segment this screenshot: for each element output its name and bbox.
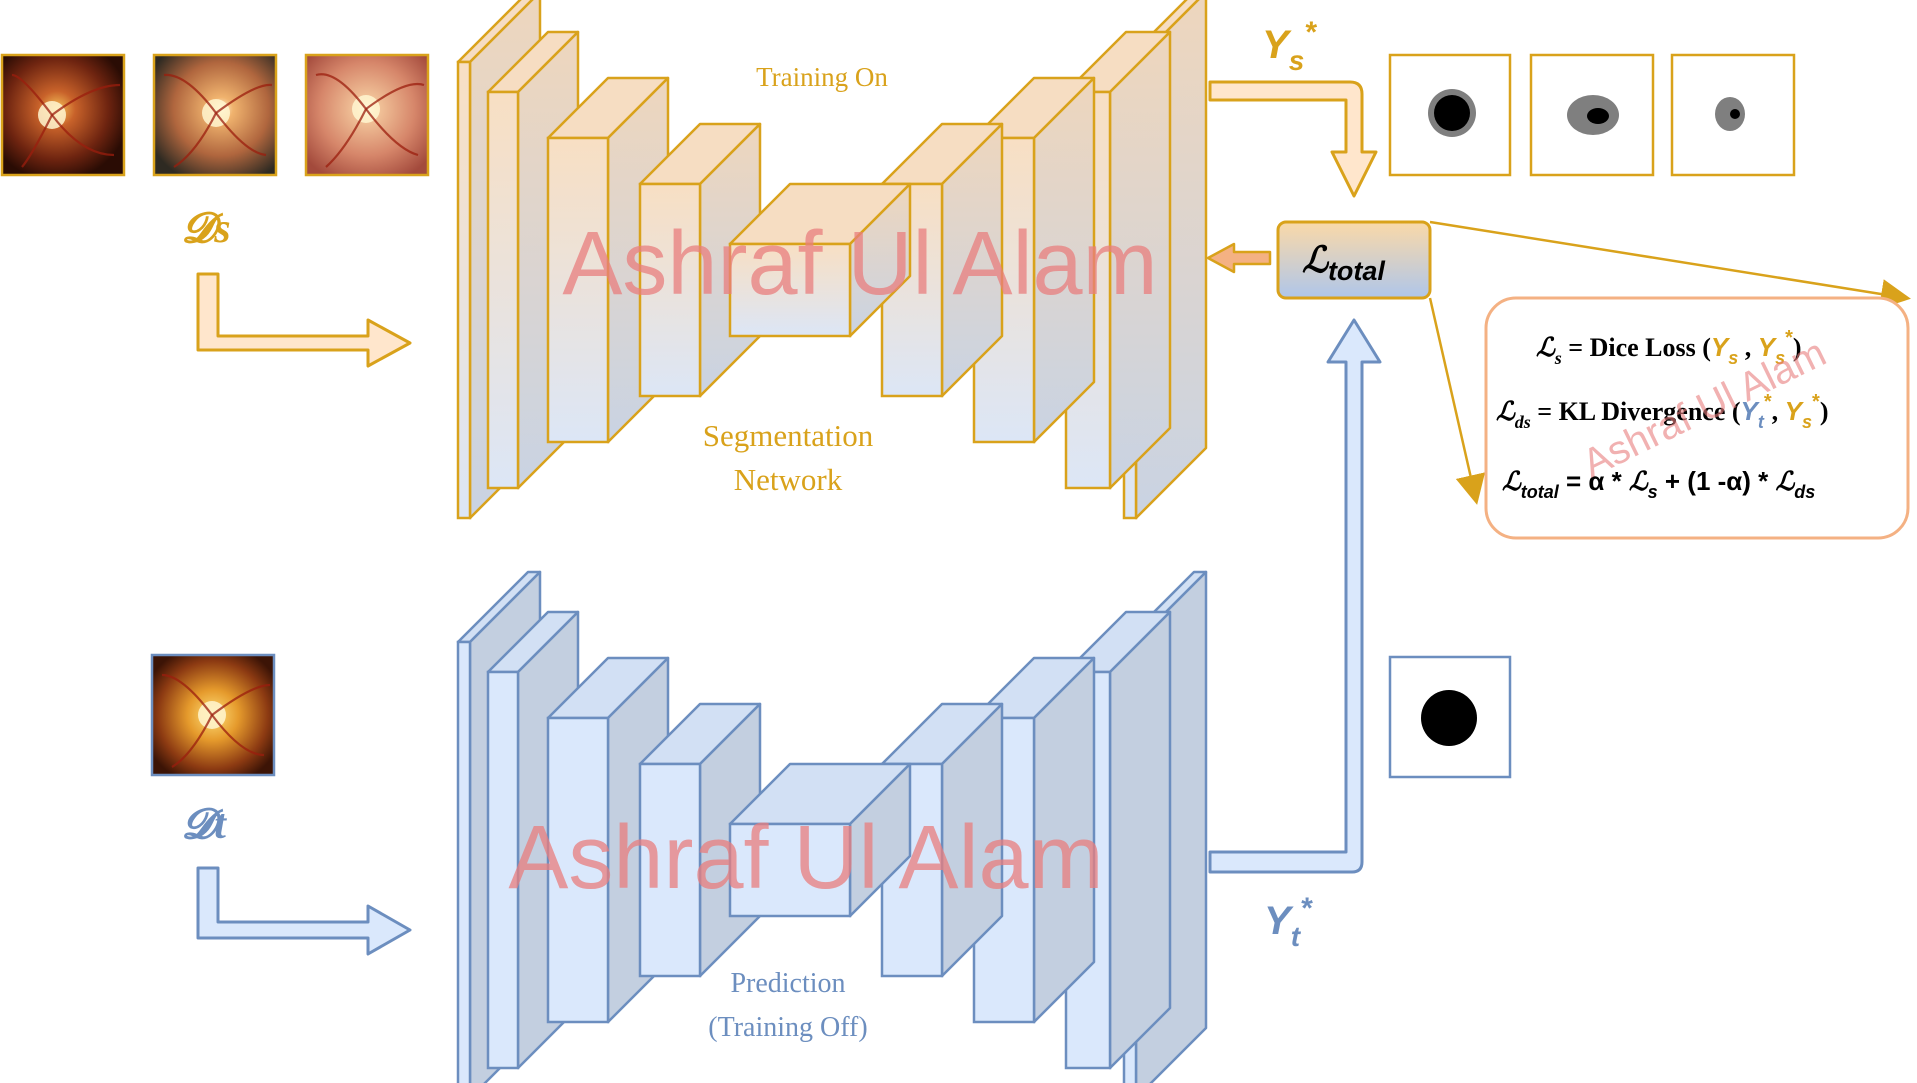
- source-mask-2: [1529, 53, 1655, 177]
- loss-formula-box: [1484, 296, 1910, 540]
- source-mask-1: [1388, 53, 1512, 177]
- segmentation-network-layer-4: [638, 122, 762, 398]
- target-mask-1: [1388, 655, 1512, 779]
- ys-output-arrow: [1208, 80, 1378, 198]
- loss-total-label: ℒtotal: [1302, 239, 1385, 286]
- target-fundus-image: [150, 653, 276, 777]
- target-images: [150, 653, 276, 777]
- source-domain-label: 𝓓s: [182, 206, 231, 252]
- target-input-arrow: [196, 866, 412, 956]
- target-domain-label: 𝓓t: [182, 802, 227, 848]
- loss-feedback-arrow: [1206, 242, 1272, 274]
- prediction-network-layer-5: [728, 762, 912, 918]
- training-on-caption: Training On: [756, 62, 888, 92]
- kl-divergence-formula: ℒds = KL Divergence (Yt*, Ys*): [1496, 391, 1828, 432]
- loss-connector-top: [1429, 220, 1911, 309]
- loss-connector-bottom: [1428, 297, 1486, 505]
- segmentation-caption-line2: Network: [734, 462, 843, 497]
- source-fundus-image-1: [0, 53, 126, 177]
- source-images: [0, 53, 430, 177]
- prediction-network: [456, 570, 1208, 1083]
- segmentation-network-layer-5: [728, 182, 912, 338]
- source-masks: [1388, 53, 1796, 177]
- total-loss-formula: ℒtotal = α * ℒs + (1 -α) * ℒds: [1502, 466, 1815, 502]
- dice-loss-formula: ℒs = Dice Loss (Ys , Ys*): [1536, 327, 1802, 368]
- source-fundus-image-2: [152, 53, 278, 177]
- loss-total-box: [1276, 220, 1432, 300]
- segmentation-caption-line1: Segmentation: [703, 418, 874, 453]
- prediction-caption-line1: Prediction: [730, 968, 845, 999]
- watermark-bottom: Ashraf Ul Alam: [508, 808, 1103, 908]
- yt-output-arrow: [1208, 318, 1382, 874]
- source-fundus-image-3: [304, 53, 430, 177]
- watermark-top: Ashraf Ul Alam: [562, 214, 1157, 314]
- source-mask-3: [1670, 53, 1796, 177]
- segmentation-network: [456, 0, 1208, 520]
- prediction-caption-line2: (Training Off): [708, 1012, 867, 1043]
- segmentation-network-layer-7: [972, 76, 1096, 444]
- segmentation-network-layer-8: [1064, 30, 1172, 490]
- target-masks: [1388, 655, 1512, 779]
- segmentation-network-layer-3: [546, 76, 670, 444]
- ys-label: Ys*: [1262, 16, 1317, 76]
- source-input-arrow: [196, 272, 412, 368]
- yt-label: Yt*: [1264, 892, 1313, 952]
